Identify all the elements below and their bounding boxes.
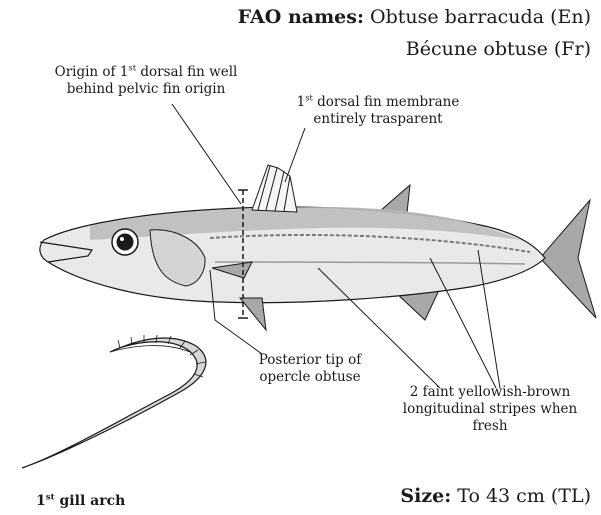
fish-illustration xyxy=(40,165,596,330)
annotation-stripes-line3: fresh xyxy=(385,418,595,435)
annotation-dorsal-origin-line1: Origin of 1st dorsal fin well xyxy=(30,64,262,81)
fao-names-heading: FAO names: Obtuse barracuda (En) xyxy=(238,6,591,28)
size-value: To 43 cm (TL) xyxy=(457,485,591,507)
size-info: Size: To 43 cm (TL) xyxy=(400,485,591,507)
annotation-stripes: 2 faint yellowish-brown longitudinal str… xyxy=(385,384,595,435)
size-label: Size: xyxy=(400,485,451,507)
annotation-dorsal-membrane-line2: entirely trasparent xyxy=(268,111,488,128)
annotation-dorsal-membrane-line1: 1st dorsal fin membrane xyxy=(268,94,488,111)
gill-arch-illustration xyxy=(22,335,206,468)
annotation-opercle: Posterior tip of opercle obtuse xyxy=(230,352,390,386)
annotation-opercle-line1: Posterior tip of xyxy=(230,352,390,369)
fao-name-french: Bécune obtuse (Fr) xyxy=(406,38,591,60)
fao-names-label: FAO names: xyxy=(238,6,364,28)
fao-name-english: Obtuse barracuda (En) xyxy=(370,6,591,28)
annotation-opercle-line2: opercle obtuse xyxy=(230,369,390,386)
annotation-dorsal-origin: Origin of 1st dorsal fin well behind pel… xyxy=(30,64,262,98)
annotation-dorsal-origin-line2: behind pelvic fin origin xyxy=(30,81,262,98)
pelvic-fin xyxy=(240,298,266,330)
annotation-stripes-line1: 2 faint yellowish-brown xyxy=(385,384,595,401)
first-dorsal-fin xyxy=(252,165,297,212)
caudal-fin xyxy=(540,200,596,318)
annotation-stripes-line2: longitudinal stripes when xyxy=(385,401,595,418)
gill-arch-label: 1st gill arch xyxy=(36,493,125,509)
annotation-dorsal-membrane: 1st dorsal fin membrane entirely traspar… xyxy=(268,94,488,128)
